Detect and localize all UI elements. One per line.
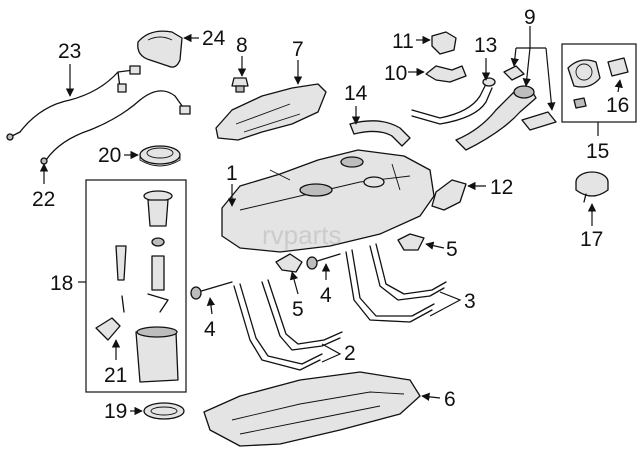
callout-20: 20	[98, 144, 121, 167]
part-3-tank-straps	[345, 243, 447, 323]
callout-2: 2	[344, 342, 356, 365]
callout-1: 1	[226, 162, 238, 185]
callout-5a: 5	[446, 238, 458, 261]
part-17-fuel-cap	[575, 171, 609, 203]
callout-5b: 5	[292, 298, 304, 321]
part-9-filler-pipe	[455, 65, 557, 151]
part-15-frame	[561, 43, 637, 123]
callout-numbers: 24 23 22 20 8 7 11 10 13 9 14 16 15 17 1…	[32, 6, 629, 423]
part-14-hose	[349, 120, 411, 147]
part-10-bracket	[425, 65, 467, 83]
callout-18: 18	[50, 272, 73, 295]
part-5-bracket-a	[275, 253, 303, 273]
part-1-fuel-tank	[221, 149, 435, 253]
part-4-bolt-a	[190, 281, 233, 300]
callout-14: 14	[344, 82, 368, 105]
callout-11: 11	[392, 30, 414, 53]
callout-9: 9	[524, 6, 536, 29]
part-12-bracket	[431, 179, 467, 211]
part-21-sender	[95, 317, 179, 383]
part-15-housing	[567, 57, 629, 109]
callout-21: 21	[104, 364, 127, 387]
callout-4a: 4	[320, 284, 332, 307]
callout-3: 3	[464, 290, 476, 313]
callout-22: 22	[32, 188, 55, 211]
part-20-lock-ring	[139, 145, 181, 167]
part-11-clamp	[431, 31, 457, 55]
callout-19: 19	[104, 400, 127, 423]
part-23-sensor-wire	[6, 65, 141, 141]
watermark: rvparts	[262, 220, 341, 250]
part-18-frame	[85, 179, 187, 393]
callout-23: 23	[58, 40, 81, 63]
callout-10: 10	[384, 62, 407, 85]
part-4-bolt-b	[306, 253, 341, 270]
callout-17: 17	[580, 228, 603, 251]
part-8-bolt	[231, 77, 249, 93]
callout-8: 8	[236, 34, 248, 57]
callout-7: 7	[292, 38, 304, 61]
callout-4b: 4	[204, 318, 216, 341]
part-24-cover	[137, 30, 183, 68]
callout-13: 13	[474, 34, 497, 57]
callout-6: 6	[444, 388, 456, 411]
part-18-pump-assembly	[115, 190, 173, 313]
part-2-tank-straps	[233, 279, 343, 371]
part-6-skid-plate	[203, 371, 421, 447]
part-19-gasket	[143, 402, 185, 420]
callout-16: 16	[606, 94, 629, 117]
leader-lines	[39, 26, 623, 416]
part-5-bracket-b	[397, 233, 425, 251]
callout-24: 24	[202, 27, 226, 50]
callout-15: 15	[586, 140, 609, 163]
callout-12: 12	[490, 176, 513, 199]
part-13-breather-pipe	[411, 77, 496, 125]
part-7-heat-shield	[215, 83, 327, 141]
